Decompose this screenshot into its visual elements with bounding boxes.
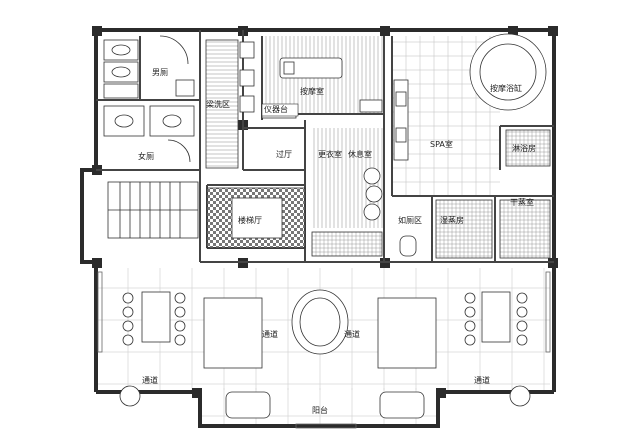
rest-room-furniture xyxy=(311,167,383,257)
room-label-womens-restroom: 女厕 xyxy=(138,152,154,161)
room-label-massage-room: 按摩室 xyxy=(300,87,324,96)
massage-bed xyxy=(279,57,383,113)
room-label-corridor-hall: 过厅 xyxy=(276,150,292,159)
room-label-rest-room: 休息室 xyxy=(348,150,372,159)
room-label-washing-area: 梁洗区 xyxy=(206,100,230,109)
room-label-dry-steam: 干蒸室 xyxy=(510,198,534,207)
room-label-spa-room: SPA室 xyxy=(430,140,453,149)
windows xyxy=(97,271,551,429)
room-label-toilet-area: 如厕区 xyxy=(398,216,422,225)
steam-fixtures xyxy=(399,199,551,259)
room-label-instrument-counter: 仪器台 xyxy=(264,105,288,114)
room-label-passage-far-right: 通道 xyxy=(474,376,490,385)
room-label-passage-far-left: 通道 xyxy=(142,376,158,385)
label-box-outlines xyxy=(261,103,299,117)
room-label-massage-tub: 按摩浴缸 xyxy=(490,84,522,93)
room-label-wet-steam: 湿蒸房 xyxy=(440,216,464,225)
restroom-fixtures xyxy=(103,35,195,163)
stair-hall xyxy=(206,187,306,249)
room-label-passage-right-center: 通道 xyxy=(344,330,360,339)
room-label-shower-room: 淋浴房 xyxy=(512,144,536,153)
outer-walls xyxy=(80,28,556,428)
room-label-changing-room: 更衣室 xyxy=(318,150,342,159)
spa-fixtures xyxy=(393,33,551,167)
lounge-furniture xyxy=(119,289,531,419)
room-label-mens-restroom: 男厕 xyxy=(152,68,168,77)
staircase xyxy=(107,181,199,239)
room-label-stair-hall: 楼梯厅 xyxy=(238,216,262,225)
room-label-passage-left-center: 通道 xyxy=(262,330,278,339)
room-label-balcony: 阳台 xyxy=(312,406,328,415)
